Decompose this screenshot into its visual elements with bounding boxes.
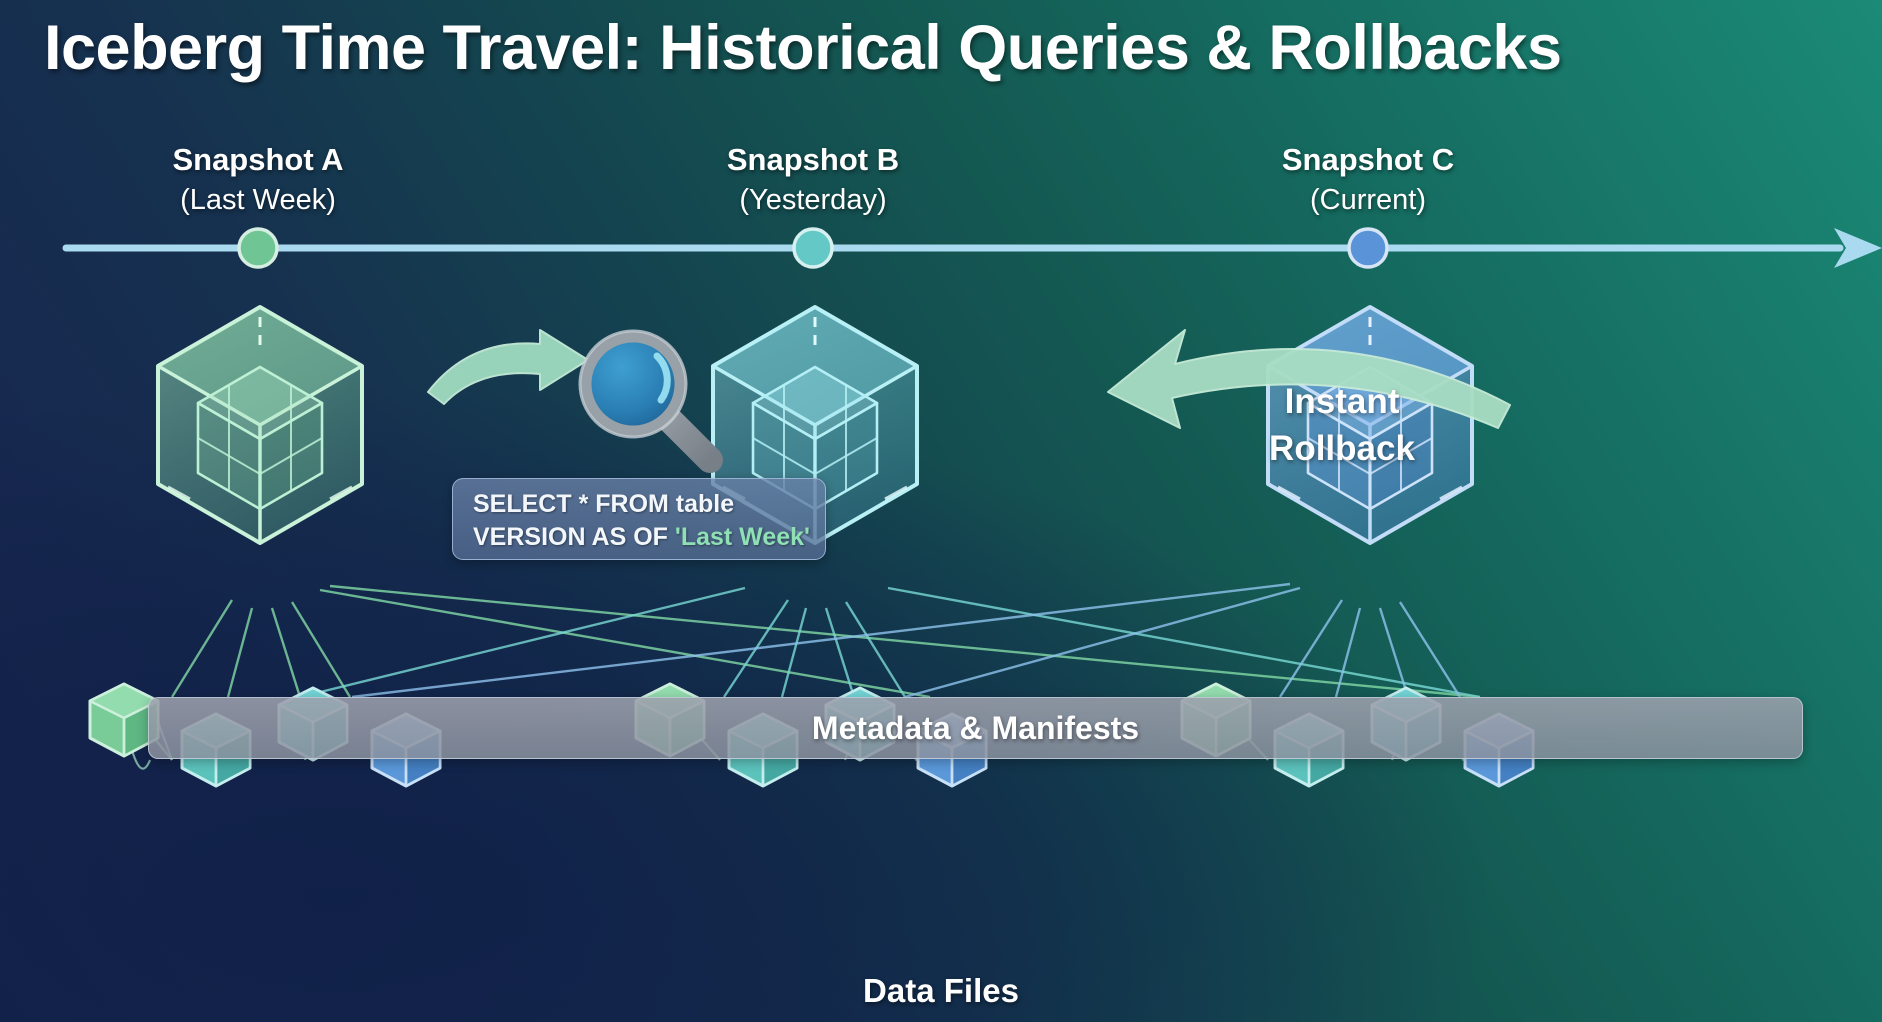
snapshot-b-label: Snapshot B (Yesterday)	[643, 140, 983, 220]
sql-literal-value: 'Last Week'	[674, 523, 810, 551]
timeline	[62, 227, 1882, 269]
instant-rollback-label: Instant Rollback	[1192, 378, 1492, 472]
data-files-label: Data Files	[863, 972, 1019, 1009]
magnifier-icon	[578, 329, 723, 473]
timeline-marker-snapshot-a[interactable]	[237, 227, 279, 269]
metadata-manifests-bar[interactable]: Metadata & Manifests	[148, 697, 1803, 759]
query-arrow	[427, 329, 589, 405]
rollback-line-1: Instant	[1284, 382, 1400, 421]
snapshot-b-name: Snapshot B	[726, 142, 900, 177]
snapshot-b-sublabel: (Yesterday)	[739, 184, 887, 216]
connectors-snapshot-a	[170, 584, 1481, 699]
sql-line-2-keyword: VERSION AS OF	[473, 523, 675, 551]
snapshot-c-label: Snapshot C (Current)	[1198, 140, 1538, 220]
page-title: Iceberg Time Travel: Historical Queries …	[44, 13, 1562, 83]
rollback-line-2: Rollback	[1269, 429, 1415, 468]
snapshot-a-label: Snapshot A (Last Week)	[88, 140, 428, 220]
rollback-arrow	[1107, 329, 1511, 429]
metadata-manifests-label: Metadata & Manifests	[811, 709, 1140, 746]
snapshot-c-name: Snapshot C	[1281, 142, 1455, 177]
sql-line-2: VERSION AS OF 'Last Week'	[473, 521, 825, 554]
timeline-marker-snapshot-c[interactable]	[1347, 227, 1389, 269]
snapshot-a-cube[interactable]	[156, 305, 364, 545]
snapshot-a-sublabel: (Last Week)	[180, 184, 336, 216]
timeline-marker-snapshot-b[interactable]	[792, 227, 834, 269]
connectors-snapshot-c	[351, 582, 1462, 699]
sql-line-1: SELECT * FROM table	[473, 490, 735, 518]
sql-query-callout[interactable]: SELECT * FROM table VERSION AS OF 'Last …	[452, 478, 826, 560]
snapshot-c-sublabel: (Current)	[1309, 184, 1426, 216]
timeline-arrow	[1834, 228, 1882, 268]
snapshot-a-name: Snapshot A	[172, 142, 344, 177]
